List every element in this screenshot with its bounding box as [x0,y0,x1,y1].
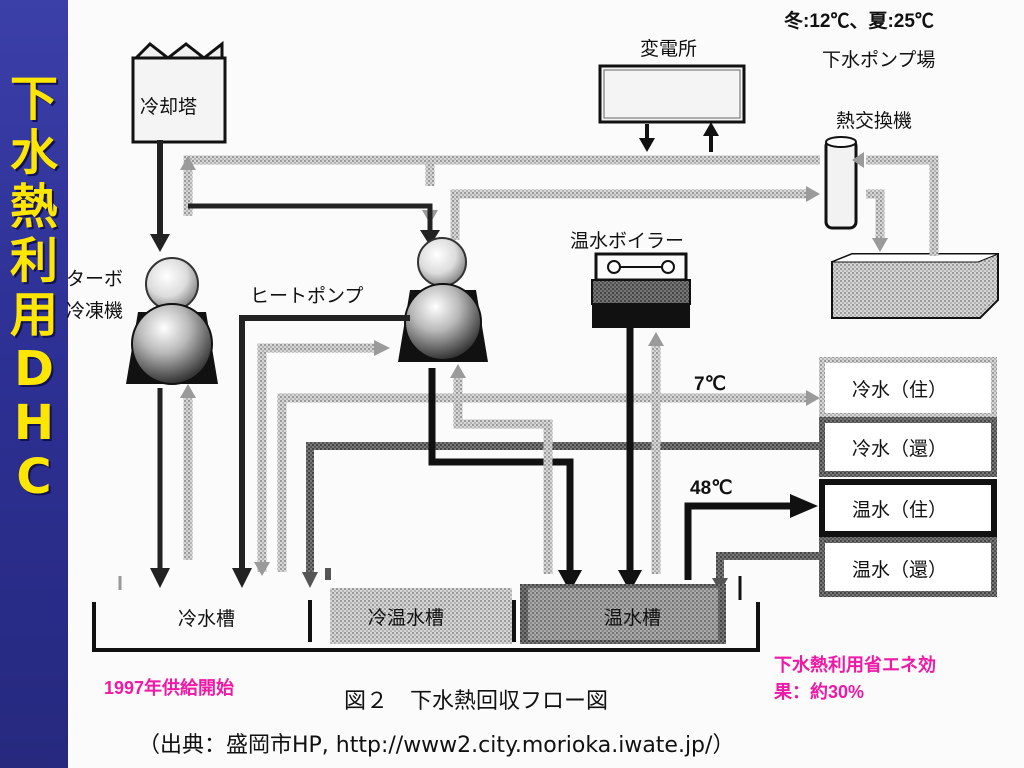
energy-saving-note-1: 下水熱利用省エネ効 [774,654,936,675]
sidebar-title-char: 熱 [9,179,58,235]
substation [598,64,746,152]
temp-48c-label: 48℃ [690,478,732,499]
cold-return-box [819,417,997,477]
start-year-note: 1997年供給開始 [104,677,234,698]
cold-warm-tank-label: 冷温水槽 [368,607,444,629]
heat-exchanger [824,136,858,230]
cold-supply-label: 冷水（住） [852,379,947,401]
heat-exchanger-label: 熱交換機 [836,110,912,132]
sidebar-title-char: H [13,395,55,451]
sidebar-title: 下 水 熱 利 用 D H C [0,72,68,504]
cold-return-label: 冷水（還） [852,438,947,460]
hot-supply-arrow-icon [790,494,818,518]
hot-supply-label: 温水（住） [852,499,947,521]
hot-supply-box [819,479,997,537]
pipe-hot-return [716,552,820,584]
cold-supply-box [819,357,997,419]
sidebar-title-char: 下 [9,71,58,127]
heat-pump-label: ヒートポンプ [250,285,363,307]
temp-7c-label: 7℃ [694,374,726,395]
sewage-pump-station-label: 下水ポンプ場 [822,49,935,71]
season-temps-label: 冬:12℃、夏:25℃ [784,9,934,32]
sidebar-title-char: 水 [9,125,58,181]
sidebar-title-char: D [14,341,54,397]
energy-saving-note-2: 果：約30% [773,681,864,702]
sidebar: 下 水 熱 利 用 D H C [0,0,68,768]
turbo-chiller-label-1: ターボ [66,268,123,290]
source-caption: （出典：盛岡市HP, http://www2.city.morioka.iwat… [138,733,734,758]
turbo-chiller [126,257,218,385]
cooling-tower-down-arrow-icon [150,234,170,252]
sidebar-title-char: C [16,449,52,505]
arrow-to-exchanger-icon [806,186,820,202]
boiler-label: 温水ボイラー [570,230,684,252]
cooling-tower-label: 冷却塔 [140,96,197,118]
sidebar-title-char: 用 [9,287,58,343]
turbo-chiller-label-2: 冷凍機 [66,300,123,322]
heat-pump [398,237,488,362]
pipe-chiller-loop [239,315,410,572]
figure-caption: 図２ 下水熱回収フロー図 [344,689,608,714]
hot-return-box [819,537,997,597]
loop-arrow-icon [852,152,864,168]
pipe-cold-return [306,442,820,580]
substation-label: 変電所 [640,38,697,60]
cooling-tower [131,40,227,144]
tanks [92,576,760,652]
pipe-48c-supply [684,502,792,580]
hot-tank-label: 温水槽 [604,607,661,629]
cold-tank-label: 冷水槽 [178,608,235,630]
hot-water-boiler [591,252,691,328]
sewage-basin [831,253,999,319]
pipe-heatpump-hot [428,368,574,574]
hot-return-label: 温水（還） [852,559,947,581]
sidebar-title-char: 利 [9,233,58,289]
